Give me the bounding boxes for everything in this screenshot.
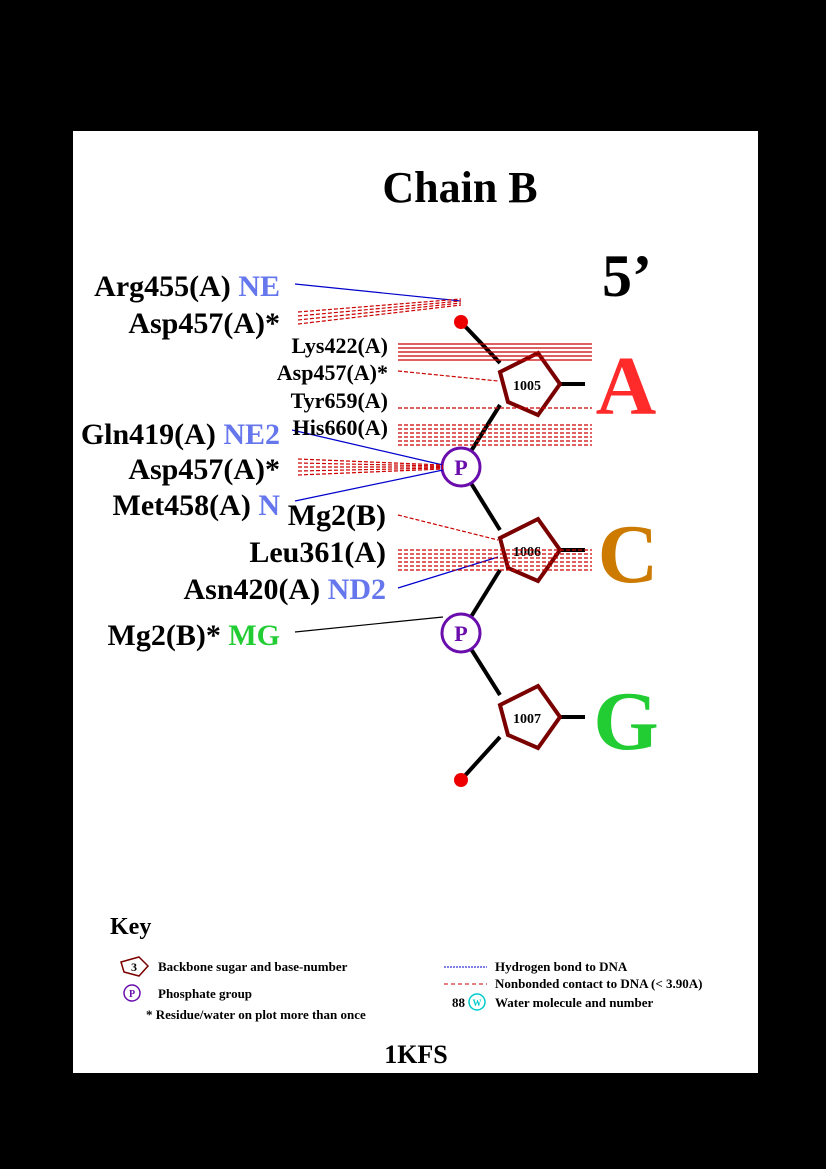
terminal-atom-bottom [454,773,468,787]
chain-title: Chain B [382,163,537,212]
key-title: Key [110,914,151,940]
residue-his660: His660(A) [293,415,388,440]
residue-met458: Met458(A) N [113,489,281,522]
terminal-atom-top [454,315,468,329]
key-sugar-label: Backbone sugar and base-number [158,959,348,974]
hbond-met458 [294,469,444,502]
key: Key 3 Backbone sugar and base-number P P… [110,914,702,1022]
residue-asn420-atom: ND2 [328,573,386,606]
hbond-arg455 [294,283,462,302]
residue-arg455-name: Arg455(A) [94,270,231,303]
key-sugar-number: 3 [131,960,137,974]
key-hbond-label: Hydrogen bond to DNA [495,959,628,974]
hydrogen-bonds [291,283,499,589]
residue-mg2-star: Mg2(B)* MG [108,619,280,652]
base-letter-c: C [598,508,659,601]
left-margin [0,0,73,1169]
residue-asp457-middle: Asp457(A)* [277,360,388,385]
residue-arg455-atom: NE [238,270,280,303]
key-phosphate-icon [123,984,141,1002]
bond-terminal-bottom [459,735,502,782]
residue-asn420: Asn420(A) ND2 [183,573,386,606]
contact-mg2-phosphate [294,616,444,633]
phosphate-2-label: P [454,621,467,646]
residue-asn420-name: Asn420(A) [183,573,320,606]
residue-lys422: Lys422(A) [291,333,388,358]
residue-met458-atom: N [258,489,280,522]
key-water-icon [468,993,486,1011]
key-water-label: Water molecule and number [495,995,654,1010]
key-star-label: * Residue/water on plot more than once [146,1007,366,1022]
residue-tyr659: Tyr659(A) [291,388,388,413]
page-background [73,131,758,1073]
key-water-symbol: W [473,998,482,1008]
sugar-1007-pentagon [497,683,563,751]
phosphate-2 [440,612,482,654]
key-phosphate-symbol: P [129,989,135,1000]
phosphate-1-label: P [454,455,467,480]
residue-leu361: Leu361(A) [249,536,386,569]
sugar-1006-number: 1006 [513,545,541,560]
residue-met458-name: Met458(A) [113,489,251,522]
nonbonded-contacts [297,298,592,571]
key-phosphate-label: Phosphate group [158,986,252,1001]
residue-gln419-atom: NE2 [223,418,280,451]
residue-mg2: Mg2(B) [288,499,386,532]
sugar-1005-number: 1005 [513,379,541,394]
residue-arg455: Arg455(A) NE [94,270,280,303]
residue-asp457-lower: Asp457(A)* [128,453,280,486]
base-letter-g: G [593,675,658,768]
residue-gln419: Gln419(A) NE2 [81,418,280,451]
hbond-asn420 [397,556,499,589]
hbond-gln419 [291,429,444,466]
five-prime-label: 5’ [602,243,652,309]
residue-mg2-star-atom: MG [228,619,280,652]
key-nonbonded-label: Nonbonded contact to DNA (< 3.90A) [495,976,702,991]
residue-gln419-name: Gln419(A) [81,418,216,451]
residue-mg2-star-name: Mg2(B)* [108,619,221,652]
sugar-1005-pentagon [497,350,563,418]
base-letter-a: A [596,340,657,433]
residue-asp457-upper: Asp457(A)* [128,307,280,340]
key-water-number: 88 [452,995,466,1010]
key-sugar-icon [120,956,150,977]
sugar-1007-number: 1007 [513,712,541,727]
pdb-id: 1KFS [384,1040,448,1069]
